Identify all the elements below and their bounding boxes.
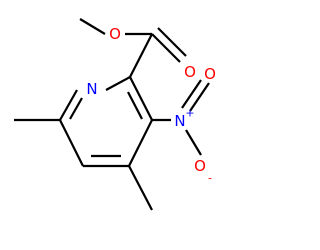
- bond-c4-methyl: [128, 165, 153, 211]
- bond-nitro-double-outer: [189, 82, 210, 112]
- bond-ester-oxygen-methyl: [79, 18, 106, 35]
- bond-carbonyl-double-outer: [151, 33, 181, 63]
- bond-c6-n1: [59, 89, 78, 121]
- chemical-structure-diagram: N O O N + O O -: [14, 18, 216, 211]
- bond-carbonyl-double-inner: [157, 27, 187, 57]
- carbonyl-oxygen-label: O: [184, 63, 196, 81]
- bond-c2-carbonyl-carbon: [129, 33, 153, 78]
- bond-nitro-double-inner: [181, 79, 202, 109]
- bond-c6-n1-inner: [69, 97, 83, 120]
- nitro-oxygen-single-label: O: [194, 157, 206, 175]
- bonds: [14, 18, 210, 211]
- atom-labels: N O O N + O O -: [86, 25, 216, 185]
- bond-c2-c3-inner: [127, 91, 143, 120]
- bond-c3-c4: [128, 119, 153, 167]
- bond-n1-c2: [105, 76, 131, 91]
- bond-c5-c6: [59, 119, 84, 167]
- nitro-oxygen-single-charge: -: [208, 172, 212, 185]
- bond-c2-c3: [129, 76, 153, 121]
- nitro-oxygen-double-label: O: [204, 65, 216, 83]
- ring-nitrogen-label: N: [86, 80, 97, 98]
- nitro-nitrogen-charge: +: [185, 107, 194, 120]
- nitro-nitrogen-label: N: [174, 112, 185, 130]
- ester-oxygen-label: O: [109, 25, 121, 43]
- bond-nitro-single: [185, 129, 202, 156]
